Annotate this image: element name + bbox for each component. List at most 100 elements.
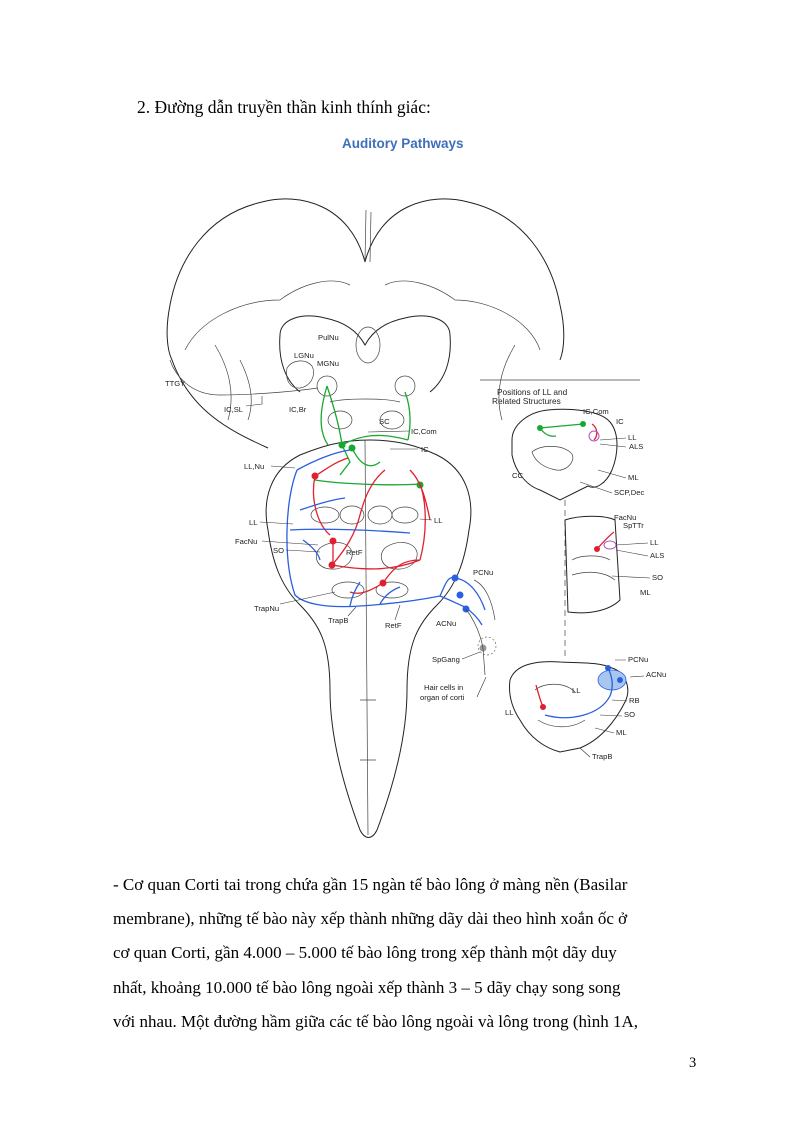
- label-ic: IC: [421, 445, 429, 454]
- inset-bottom-blue-node-1: [605, 665, 611, 671]
- leader-ic-sl: [245, 396, 263, 407]
- midline: [364, 439, 369, 836]
- inset-middle-red: [596, 531, 615, 550]
- blue-node-pcnu: [451, 574, 459, 582]
- inset-title-line2: Related Structures: [492, 396, 561, 406]
- inset-bottom-section: [509, 661, 629, 753]
- leader-trapnu: [279, 591, 336, 605]
- label-ic-sl: IC,SL: [224, 405, 243, 414]
- sc-right: [379, 410, 405, 430]
- third-ventricle: [355, 326, 381, 364]
- inset-top-ic: IC: [616, 417, 624, 426]
- label-so: SO: [273, 546, 284, 555]
- label-spgang: SpGang: [432, 655, 460, 664]
- inset-middle-lines: [571, 555, 616, 581]
- inset-bottom-inner-lines: [534, 683, 586, 728]
- green-pathway: [314, 385, 421, 486]
- cortex-fold-left: [184, 280, 351, 351]
- label-trapb: TrapB: [328, 616, 348, 625]
- inset-top-green-node: [537, 425, 543, 431]
- paragraph-line: nhất, khoảng 10.000 tế bào lông ngoài xế…: [113, 977, 621, 997]
- label-ic-br: IC,Br: [289, 405, 307, 414]
- inset-bottom-blue: [544, 667, 613, 719]
- cerebrum-outline: [166, 198, 565, 449]
- paragraph-line: cơ quan Corti, gần 4.000 – 5.000 tế bào …: [113, 943, 617, 963]
- inset-top-ml: ML: [628, 473, 639, 482]
- inset-bottom-pcnu: PCNu: [628, 655, 648, 664]
- label-hair-cells-line2: organ of corti: [420, 693, 465, 702]
- label-ll-nu: LL,Nu: [244, 462, 264, 471]
- inset-bottom-trapb: TrapB: [592, 752, 612, 761]
- so-left: [315, 542, 353, 570]
- inset-top-leaders: [579, 437, 627, 494]
- inset-bottom-ll-center: LL: [572, 686, 580, 695]
- temporal-fold-left: [214, 344, 232, 421]
- label-retf: RetF: [346, 548, 363, 557]
- label-lgnu: LGNu: [294, 351, 314, 360]
- red-pathway: [312, 457, 431, 594]
- ll-nucleus-right: [391, 506, 419, 524]
- medulla-ticks: [360, 699, 376, 761]
- brainstem-outline: [265, 439, 472, 838]
- section-heading: 2. Đường dẫn truyền thần kinh thính giác…: [137, 97, 431, 117]
- so-right: [380, 542, 418, 570]
- pons-oval-2: [367, 505, 393, 525]
- inset-top-inner: [531, 446, 574, 471]
- leader-so: [285, 549, 321, 553]
- auditory-pathways-figure: Auditory Pathways PulNu LGNu M: [150, 130, 710, 850]
- trapnu-left: [331, 581, 365, 599]
- inset-top-ll: LL: [628, 433, 636, 442]
- figure-title: Auditory Pathways: [342, 136, 464, 151]
- leader-ll-nu: [270, 465, 296, 469]
- leader-trapb: [347, 606, 357, 617]
- mgn-left: [316, 375, 338, 397]
- inset-bottom-blue-node-2: [617, 677, 623, 683]
- blue-node-acnu-1: [456, 591, 464, 599]
- paragraph-line: membrane), những tế bào này xếp thành nh…: [113, 909, 628, 929]
- label-ll-right: LL: [434, 516, 442, 525]
- pons-oval-1: [339, 505, 365, 525]
- inset-bottom-ll-left: LL: [505, 708, 513, 717]
- inset-middle-als: ALS: [650, 551, 664, 560]
- nerve-outline: [473, 579, 496, 621]
- inset-top-ll-marker: [588, 430, 600, 442]
- label-pcnu: PCNu: [473, 568, 493, 577]
- label-retf-bottom: RetF: [385, 621, 402, 630]
- lgn-shape: [286, 360, 314, 389]
- leader-ll-right: [419, 518, 433, 521]
- inset-bottom-so: SO: [624, 710, 635, 719]
- inset-middle-spttr: SpTTr: [623, 521, 644, 530]
- inset-bottom-acnu: ACNu: [646, 670, 666, 679]
- inset-middle-leaders: [611, 542, 651, 579]
- ll-nucleus-left: [310, 506, 340, 524]
- leader-hair-cells: [476, 676, 487, 698]
- inset-top-als: ALS: [629, 442, 643, 451]
- inset-bottom-leaders: [579, 659, 645, 758]
- label-ttgy: TTGY: [165, 379, 185, 388]
- leader-retf-bottom: [394, 604, 401, 621]
- paragraph-line: - Cơ quan Corti tai trong chứa gần 15 ng…: [113, 875, 628, 894]
- page-number: 3: [689, 1055, 697, 1071]
- green-node-ic-center: [348, 444, 356, 452]
- inset-title-line1: Positions of LL and: [497, 387, 568, 397]
- label-ll-left: LL: [249, 518, 257, 527]
- leader-spgang: [461, 651, 481, 660]
- inset-top-section: [511, 408, 618, 501]
- inset-top-green-node-2: [580, 421, 586, 427]
- leader-ll-left: [259, 521, 294, 525]
- inset-bottom-red: [535, 684, 544, 708]
- inset-top-cc: CC: [512, 471, 523, 480]
- inset-middle-so: SO: [652, 573, 663, 582]
- inset-middle-section: [564, 515, 621, 614]
- temporal-inner-left: [239, 359, 252, 421]
- mgn-right: [394, 375, 416, 397]
- label-trapnu: TrapNu: [254, 604, 279, 613]
- spiral-ganglion-outline: [477, 636, 497, 656]
- inset-top-scp-dec: SCP,Dec: [614, 488, 644, 497]
- label-acnu: ACNu: [436, 619, 456, 628]
- leader-facnu: [261, 540, 319, 546]
- red-node-trapb: [379, 579, 387, 587]
- auditory-pathways-diagram: Auditory Pathways PulNu LGNu M: [165, 136, 666, 838]
- longitudinal-fissure: [364, 209, 372, 263]
- inset-middle-facnu: FacNu: [614, 513, 636, 522]
